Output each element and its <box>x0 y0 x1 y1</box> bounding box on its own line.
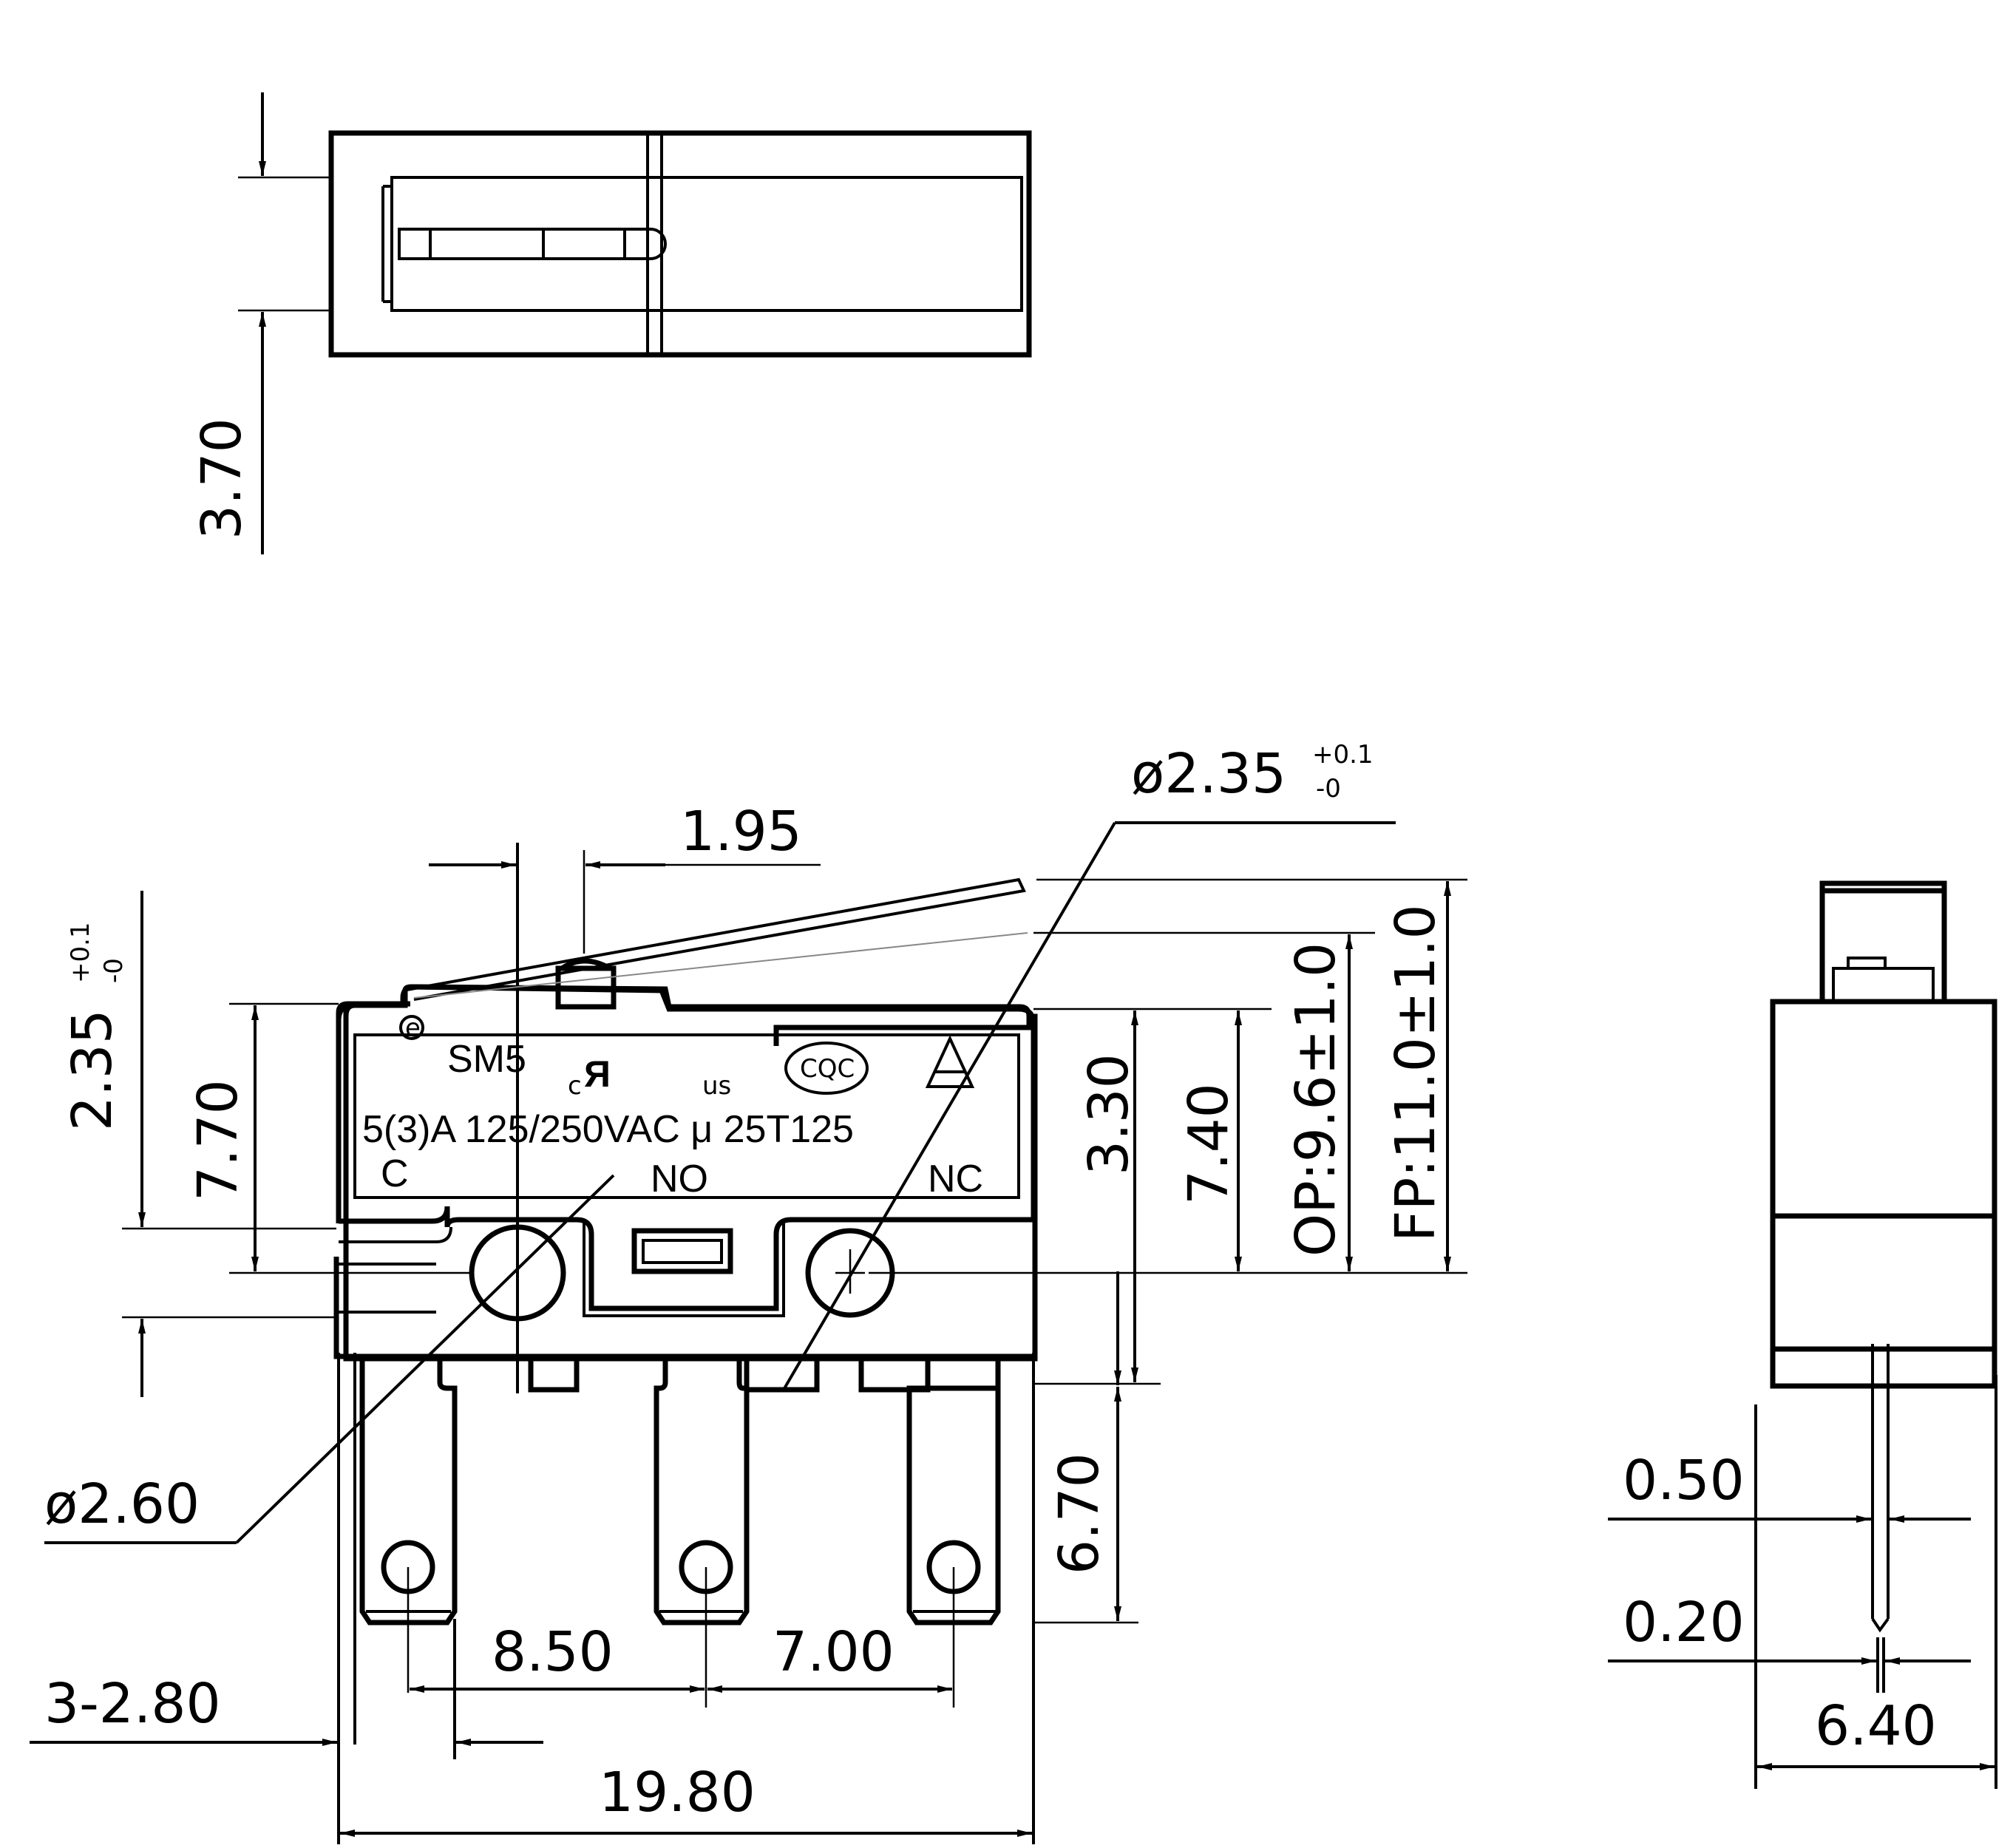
terminal-nc-label: NC <box>928 1158 983 1200</box>
model-text: SM5 <box>447 1038 526 1081</box>
dim-height-770: 7.70 <box>186 1079 250 1201</box>
ul-logo-icon: Я <box>584 1053 611 1095</box>
dim-total-length: 19.80 <box>599 1761 756 1824</box>
svg-text:e: e <box>405 1013 421 1043</box>
front-view: e SM5 c Я us CQC 5(3)A 125/250VAC μ 25T1… <box>30 740 1467 1844</box>
dim-side-050: 0.50 <box>1623 1449 1745 1512</box>
dim-side-020: 0.20 <box>1623 1591 1745 1654</box>
dim-top-height: 3.70 <box>190 418 254 540</box>
dim-op: OP:9.6±1.0 <box>1284 942 1348 1257</box>
dim-height-330: 3.30 <box>1077 1053 1141 1175</box>
dim-hole-dia-small: ø2.60 <box>44 1472 200 1536</box>
top-view: 3.70 <box>190 92 1032 554</box>
dim-pitch-left: 8.50 <box>492 1620 614 1684</box>
dim-left-tol-minus: -0 <box>99 958 129 983</box>
side-view: 0.50 0.20 6.40 <box>1608 880 1997 1789</box>
dim-fp: FP:11.0±1.0 <box>1384 904 1447 1242</box>
dim-terminal-holes: 3-2.80 <box>44 1672 221 1736</box>
dim-hole-tol-plus: +0.1 <box>1312 740 1374 770</box>
dim-hole-tol-minus: -0 <box>1316 774 1341 804</box>
dim-pitch-right: 7.00 <box>773 1620 895 1684</box>
dim-left-main: 2.35 <box>61 1009 124 1131</box>
cqc-logo-icon <box>784 1042 869 1095</box>
rating-text: 5(3)A 125/250VAC μ 25T125 <box>362 1108 854 1151</box>
dim-height-740: 7.40 <box>1177 1083 1240 1205</box>
ul-suffix: us <box>702 1071 731 1101</box>
terminal-no-label: NO <box>651 1158 708 1200</box>
warning-triangle-icon <box>925 1035 975 1088</box>
dim-hole-dia-main: ø2.35 <box>1131 742 1286 806</box>
terminal-c-label: C <box>381 1152 409 1195</box>
dim-side-640: 6.40 <box>1815 1694 1937 1758</box>
dim-terminal-length: 6.70 <box>1048 1453 1111 1574</box>
dim-lever-offset: 1.95 <box>680 800 802 863</box>
ul-prefix: c <box>568 1071 582 1101</box>
dim-left-tol-plus: +0.1 <box>66 922 95 983</box>
cqc-text: CQC <box>800 1054 855 1084</box>
